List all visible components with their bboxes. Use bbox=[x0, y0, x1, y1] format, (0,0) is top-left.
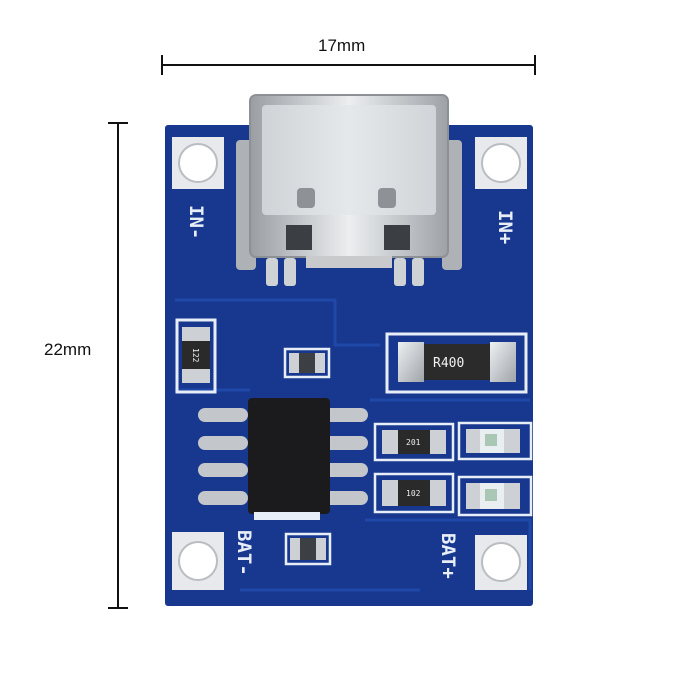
smd-small-top bbox=[283, 347, 331, 379]
ic-chip-legs-right bbox=[320, 408, 368, 505]
pcb-traces bbox=[175, 298, 532, 592]
pad-in-plus bbox=[475, 137, 527, 189]
width-dimension-line bbox=[161, 64, 536, 66]
ic-chip bbox=[198, 398, 368, 520]
height-dimension-tick-bottom bbox=[108, 607, 128, 609]
smd-middle-bottom: 102 bbox=[373, 472, 455, 514]
height-dimension-label: 22mm bbox=[44, 340, 92, 359]
led-bottom bbox=[457, 475, 533, 517]
usb-c-connector bbox=[236, 94, 462, 286]
led-top bbox=[457, 421, 533, 461]
pad-bat-minus bbox=[172, 532, 224, 590]
smd-middle-top: 201 bbox=[373, 422, 455, 462]
resistor-code: R400 bbox=[433, 356, 464, 371]
label-bat-minus: BAT- bbox=[233, 530, 255, 576]
height-dimension-tick-top bbox=[108, 122, 128, 124]
label-in-minus: IN- bbox=[185, 205, 207, 239]
smd-middle-top-code: 201 bbox=[406, 438, 421, 447]
width-dimension-tick-left bbox=[161, 55, 163, 75]
smd-left: 122 bbox=[175, 318, 217, 394]
ic-chip-legs-left bbox=[198, 408, 248, 505]
height-dimension-line bbox=[117, 123, 119, 609]
width-dimension-tick-right bbox=[534, 55, 536, 75]
pad-bat-plus bbox=[475, 535, 527, 590]
smd-left-code: 122 bbox=[191, 348, 200, 363]
pad-in-minus bbox=[172, 137, 224, 189]
width-dimension-label: 17mm bbox=[318, 36, 366, 55]
label-bat-plus: BAT+ bbox=[437, 533, 459, 579]
resistor-r400: R400 bbox=[385, 332, 528, 394]
smd-middle-bottom-code: 102 bbox=[406, 489, 421, 498]
label-in-plus: IN+ bbox=[494, 210, 516, 244]
smd-small-bottom bbox=[284, 532, 332, 566]
